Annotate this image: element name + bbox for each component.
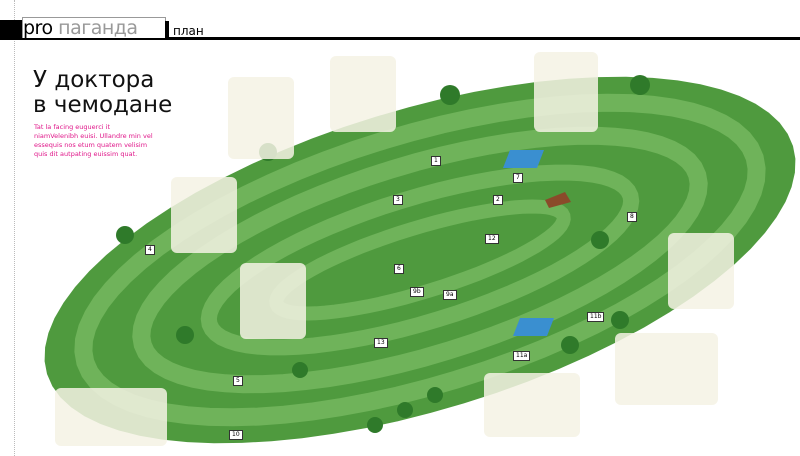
track-ring	[200, 164, 640, 356]
obstacle-label: 9a	[443, 290, 457, 300]
placeholder-box	[240, 263, 306, 339]
header-separator	[165, 21, 169, 39]
obstacle-label: 11a	[513, 351, 531, 361]
field	[44, 76, 796, 444]
obstacle-label: 12	[485, 234, 499, 244]
obstacle-label: 8	[627, 212, 637, 222]
obstacle-label: 1	[431, 156, 441, 166]
obstacle-label: 3	[393, 195, 403, 205]
obstacle-label: 7	[513, 173, 523, 183]
title-line: У доктора	[33, 67, 155, 93]
obstacle-label: 13	[374, 338, 388, 348]
article-lead: Tat la facing euguerci it niamVelenibh e…	[34, 123, 153, 158]
water-jump-7	[503, 150, 544, 168]
placeholder-box	[171, 177, 237, 253]
obstacle-label: 9b	[410, 287, 424, 297]
header-block	[0, 20, 22, 38]
placeholder-box	[668, 233, 734, 309]
obstacle-label: 5	[233, 376, 243, 386]
placeholder-box	[484, 373, 580, 437]
section-label: план	[173, 24, 204, 38]
placeholder-box	[228, 77, 294, 159]
placeholder-box	[534, 52, 598, 132]
brand-pro: pro	[23, 17, 53, 39]
brand-logo: pro паганда	[22, 17, 166, 38]
header-rule	[0, 37, 800, 40]
obstacle-label: 6	[394, 264, 404, 274]
water-jump-11a	[513, 318, 554, 336]
margin-guide	[14, 0, 15, 456]
title-line: в чемодане	[33, 92, 173, 118]
placeholder-box	[330, 56, 396, 132]
obstacle-label: 4	[145, 245, 155, 255]
obstacle-label: 2	[493, 195, 503, 205]
placeholder-box	[615, 333, 718, 405]
brand-paganda: паганда	[58, 17, 138, 39]
track-ring	[132, 126, 708, 394]
horse-rider	[545, 192, 571, 208]
obstacle-label: 10	[229, 430, 243, 440]
placeholder-box	[55, 388, 167, 446]
obstacle-label: 11b	[587, 312, 605, 322]
